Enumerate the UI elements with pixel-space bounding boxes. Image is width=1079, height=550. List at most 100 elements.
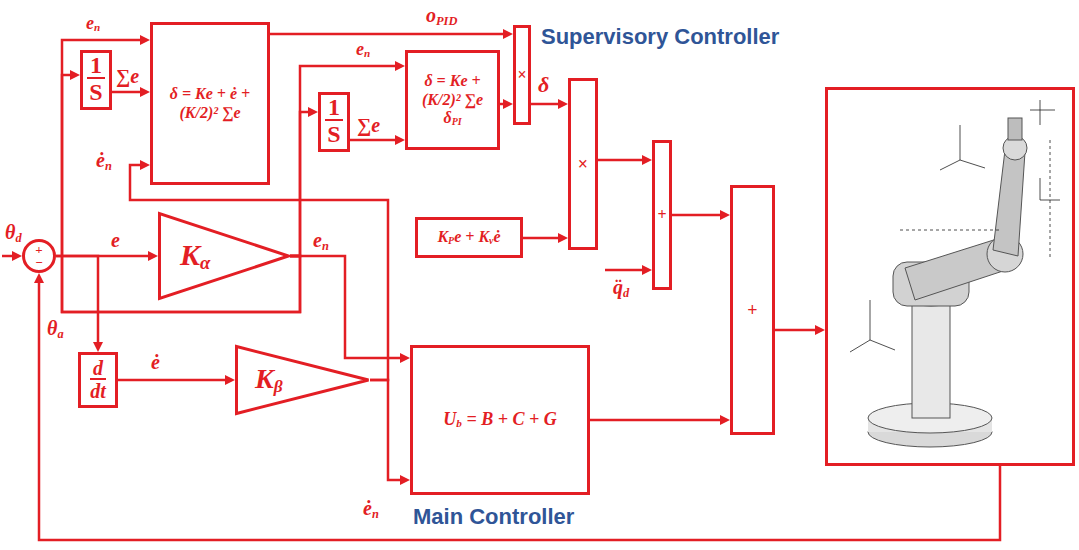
text-part: +: [747, 300, 757, 320]
node-text: 1: [87, 53, 105, 79]
signal-arrow: [112, 91, 145, 94]
signal-name: en: [85, 14, 101, 34]
text-part: +: [657, 206, 666, 223]
subscript: P: [448, 235, 454, 246]
subscript: d: [15, 231, 21, 245]
text-part: δ: [443, 109, 451, 126]
text-part: K: [255, 363, 274, 394]
text-part: ė: [493, 228, 500, 245]
signal-name: ∑e: [115, 66, 140, 86]
node-text: +: [657, 206, 666, 224]
text-part: q̈: [613, 276, 623, 298]
signal-name: ∑e: [356, 115, 381, 135]
subscript: d: [623, 286, 629, 300]
signal-arrow: [523, 237, 563, 240]
signal-arrow: [500, 103, 508, 106]
text-part: ė: [363, 497, 372, 519]
controller-title: Supervisory Controller: [540, 26, 780, 48]
sum-box: +: [730, 185, 775, 435]
pi-formula-box: δ = Ke + (K/2)² ∑e δPI: [405, 50, 500, 150]
signal-name: θd: [4, 222, 23, 244]
node-text: Kα: [180, 238, 210, 273]
triangle-outline: [160, 214, 289, 299]
robot-arm-illustration: [850, 100, 1060, 447]
node-text: KPe + Kvė: [437, 228, 500, 247]
multiplier-box: ×: [568, 78, 598, 250]
subscript: n: [372, 507, 379, 521]
subscript: n: [322, 239, 329, 253]
text-part: U: [443, 409, 456, 429]
signal-name: ė: [150, 352, 161, 372]
multiplier-box: ×: [513, 25, 531, 125]
text-part: Main Controller: [413, 504, 574, 529]
node-text: −: [35, 256, 42, 269]
text-part: δ = Ke + ė + (K/2)² ∑e: [170, 85, 250, 120]
text-part: e + K: [454, 228, 489, 245]
text-part: e: [313, 229, 322, 251]
input-arrow: [605, 269, 647, 272]
subscript: v: [489, 235, 493, 246]
signal-name: θa: [46, 318, 65, 340]
node-text: ×: [578, 154, 588, 175]
computed-torque-box: Ub = B + C + G: [410, 345, 590, 495]
gain-triangle: Kα: [158, 212, 290, 300]
subscript: b: [456, 418, 462, 430]
node-text: d: [90, 358, 106, 380]
derivative-box: ddt: [78, 352, 118, 408]
triangle-outline: [237, 347, 369, 414]
text-part: d: [93, 357, 103, 379]
subscript: PI: [452, 116, 462, 127]
signal-name: e: [110, 230, 121, 250]
feedback-wire: [39, 278, 1000, 540]
input-arrow: [2, 255, 17, 258]
signal-name: ėn: [362, 498, 380, 520]
signal-name: q̈d: [612, 277, 630, 299]
text-part: −: [35, 255, 42, 270]
gain-triangle: Kβ: [235, 345, 370, 415]
text-part: e: [356, 39, 364, 59]
node-text: dt: [90, 380, 106, 403]
text-part: ė: [96, 149, 105, 171]
signal-arrow: [118, 379, 230, 382]
signal-name: en: [355, 40, 371, 60]
controller-title: Main Controller: [412, 506, 575, 528]
plant-input-arrow: [775, 329, 820, 332]
text-part: δ = Ke + (K/2)² ∑e: [422, 72, 483, 107]
text-part: K: [437, 228, 448, 245]
signal-name: δ: [537, 74, 550, 96]
signal-arrow: [290, 112, 313, 256]
text-part: K: [180, 238, 200, 271]
text-part: 1: [328, 94, 340, 120]
subscript: β: [274, 377, 283, 396]
text-part: S: [327, 121, 340, 147]
signal-arrow: [130, 165, 388, 380]
signal-arrow: [672, 214, 725, 217]
text-part: δ: [538, 72, 549, 97]
signal-arrow: [370, 380, 405, 480]
text-part: dt: [90, 380, 106, 402]
text-part: S: [89, 79, 102, 105]
signal-arrow: [270, 33, 508, 36]
text-part: +: [35, 242, 42, 257]
node-text: S: [327, 121, 340, 149]
signal-arrow: [598, 159, 647, 162]
node-text: δ = Ke + ė + (K/2)² ∑e: [157, 85, 263, 122]
text-part: = B + C + G: [462, 409, 557, 429]
text-part: ×: [517, 66, 526, 83]
node-text: S: [89, 79, 102, 107]
text-part: e: [86, 13, 94, 33]
signal-name: ėn: [95, 150, 113, 172]
text-part: θ: [47, 317, 57, 339]
node-text: +: [747, 300, 757, 321]
text-part: ×: [578, 154, 588, 174]
node-text: 1: [325, 95, 343, 121]
triangle-outline: [158, 212, 290, 300]
text-part: 1: [90, 52, 102, 78]
circle-outline: [24, 241, 55, 272]
text-part: θ: [5, 221, 15, 243]
text-part: o: [426, 4, 436, 26]
text-part: Supervisory Controller: [541, 24, 779, 49]
signal-arrow: [350, 139, 400, 142]
